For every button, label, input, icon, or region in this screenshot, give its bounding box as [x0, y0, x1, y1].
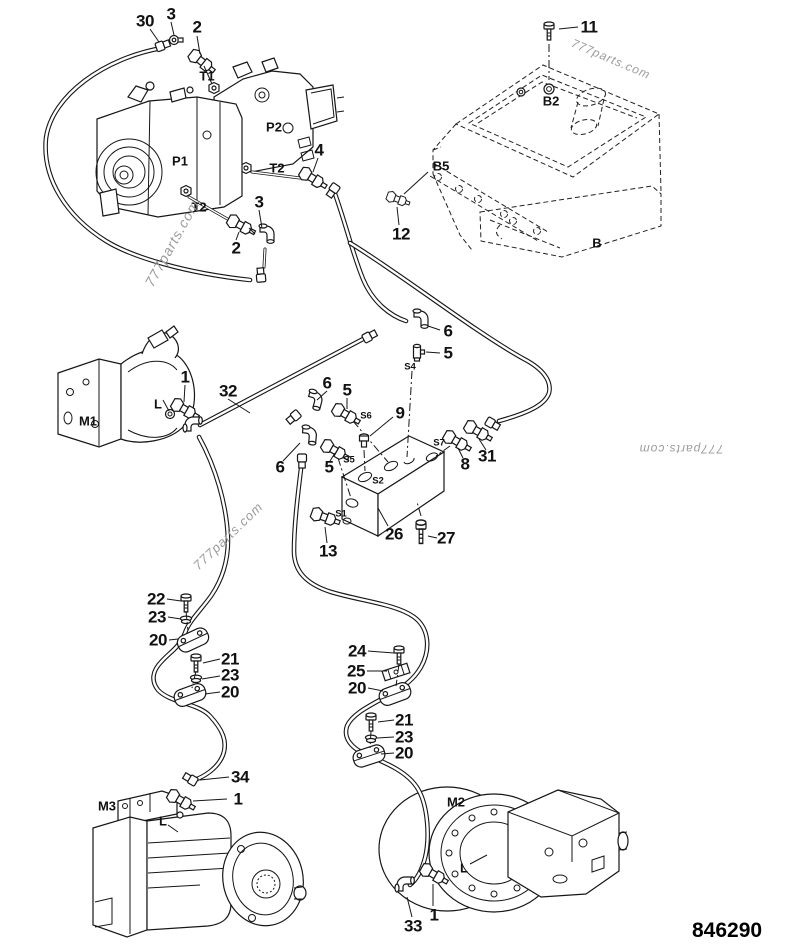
- hydraulic-tank: [429, 21, 662, 258]
- washer-23a: [179, 615, 193, 625]
- bolt-11: [543, 21, 555, 41]
- clamp-20b: [171, 680, 209, 710]
- motor-m2: [378, 786, 629, 913]
- bolt-21a: [190, 653, 202, 673]
- valve-block: [337, 370, 451, 538]
- hose-end-32: [360, 328, 379, 344]
- clamps: [171, 593, 414, 770]
- fitting-6-top: [412, 308, 429, 329]
- hose-end-6-mid: [284, 408, 303, 426]
- fitting-6-mid: [304, 387, 325, 412]
- hose-end-6-low: [296, 453, 308, 469]
- fitting-3-bottom: [258, 223, 275, 244]
- fitting-5-top: [412, 343, 426, 362]
- port-t1: [208, 81, 220, 95]
- hose-end-34: [181, 771, 200, 787]
- washer-23b: [189, 674, 203, 684]
- port-t2-left: [180, 184, 192, 198]
- bolt-21b: [365, 712, 377, 732]
- hose-end-30: [255, 267, 267, 283]
- fitting-2-bottom: [224, 212, 259, 240]
- motor-m1: [57, 325, 195, 448]
- drawing-number: 846290: [692, 919, 763, 942]
- tandem-pump-assembly: [95, 57, 345, 218]
- fitting-9: [358, 433, 370, 448]
- fitting-5-low: [318, 436, 353, 465]
- plate-25: [381, 662, 411, 682]
- motor-m3: [92, 790, 307, 938]
- fitting-3-top: [168, 34, 184, 46]
- fitting-30: [154, 38, 172, 53]
- bolt-24: [393, 645, 405, 665]
- fitting-12: [384, 189, 412, 210]
- clamp-20c: [376, 679, 414, 709]
- fitting-2-top: [185, 46, 219, 78]
- fitting-6-low: [299, 424, 318, 446]
- clamp-20a: [174, 624, 212, 656]
- leader-lines: [149, 21, 579, 918]
- bolt-22: [180, 593, 192, 613]
- bolt-27: [415, 519, 427, 545]
- fitting-13: [308, 505, 343, 530]
